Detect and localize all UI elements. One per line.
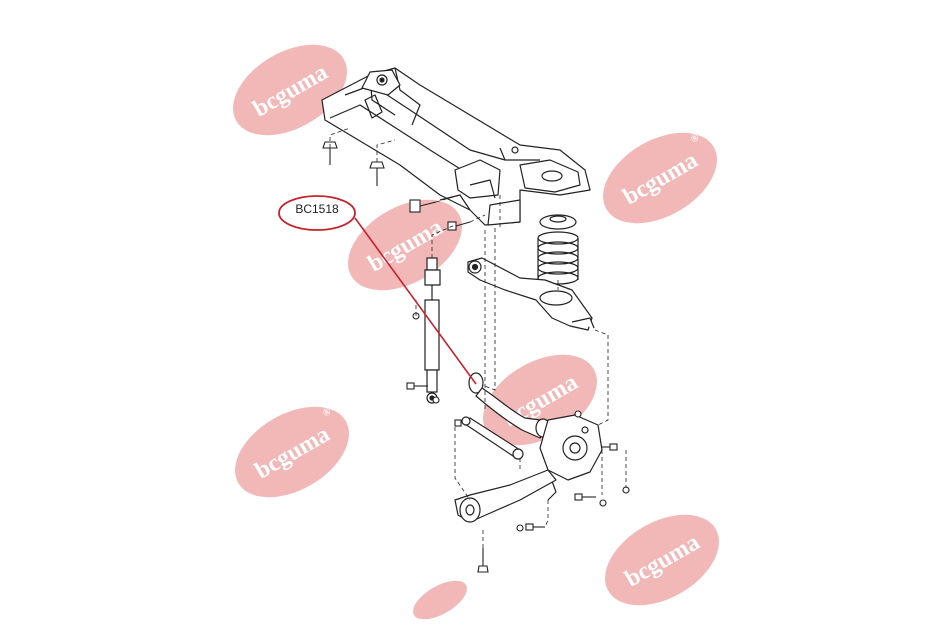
- trailing-arm: [454, 469, 557, 523]
- bolt-icon: [369, 161, 385, 186]
- watermark-top-left: bcguma: [233, 44, 347, 136]
- subframe: [321, 67, 591, 226]
- lower-spring-arm: [467, 257, 595, 331]
- watermarks: bcguma bcguma ® bcguma bcguma bcguma ® b…: [233, 44, 719, 620]
- knuckle: [539, 414, 603, 501]
- bolt-icon: [406, 382, 428, 390]
- watermark-top-right: bcguma ®: [603, 132, 717, 224]
- bolt-icon: [525, 523, 545, 531]
- bolt-icon: [454, 419, 462, 427]
- lower-fasteners: [406, 312, 630, 573]
- watermark-bottom-right: bcguma: [605, 514, 719, 606]
- callout-leader-line: [354, 217, 477, 385]
- bolt-icon: [602, 443, 618, 451]
- coil-spring: [537, 214, 579, 285]
- bolt-icon: [409, 199, 437, 213]
- nut-icon: [599, 499, 607, 507]
- part-callout: [278, 195, 477, 385]
- part-number-label: BC1518: [295, 202, 339, 216]
- watermark-bottom-left: bcguma ®: [235, 406, 349, 498]
- assembly-guides: [329, 127, 627, 548]
- bolt-icon: [574, 493, 596, 501]
- nut-icon: [516, 524, 524, 532]
- watermark-bottom-center: [413, 580, 467, 620]
- nut-icon: [574, 410, 582, 418]
- nut-icon: [432, 396, 440, 404]
- callout-oval: [278, 195, 356, 231]
- bolt-icon: [477, 548, 489, 573]
- toe-link: [461, 416, 524, 460]
